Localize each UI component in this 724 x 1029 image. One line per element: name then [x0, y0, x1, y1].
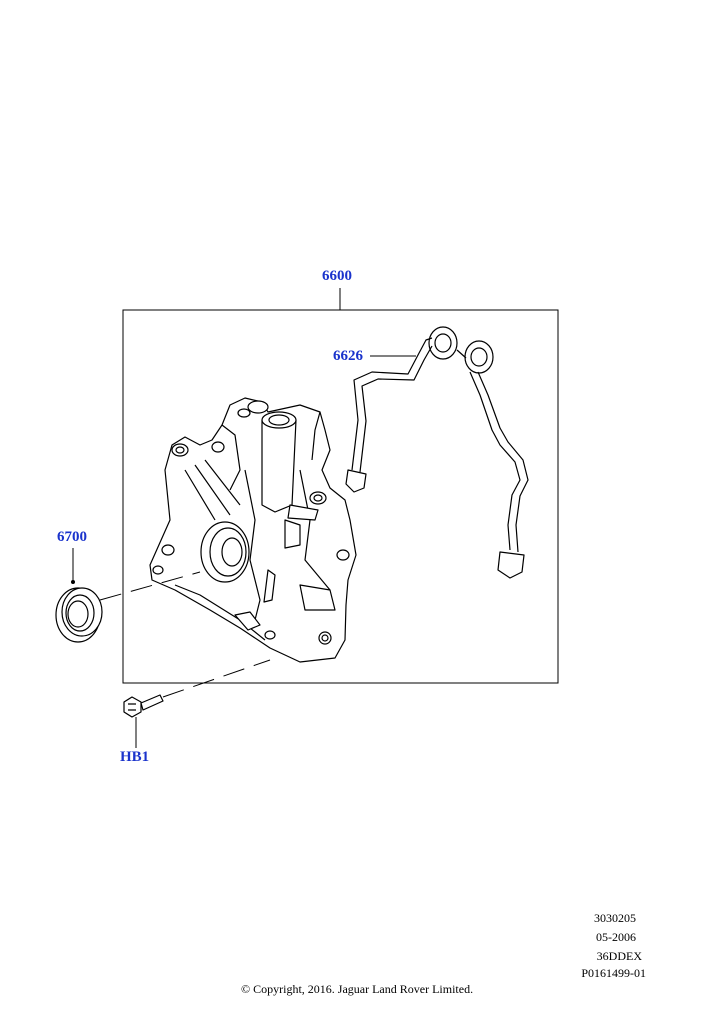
- reference-line-3: 36DDEX: [596, 949, 642, 963]
- oil-pump-housing[interactable]: [149, 397, 357, 663]
- front-cover-gasket[interactable]: [345, 326, 529, 579]
- reference-line-2: 05-2006: [596, 930, 636, 944]
- callout-6626[interactable]: 6626: [333, 348, 363, 364]
- crankshaft-front-seal[interactable]: [55, 587, 103, 643]
- copyright-notice: © Copyright, 2016. Jaguar Land Rover Lim…: [241, 982, 474, 996]
- bolt-hb1[interactable]: [123, 694, 164, 718]
- callout-hb1[interactable]: HB1: [120, 749, 150, 765]
- reference-line-1: 3030205: [594, 911, 636, 925]
- alignment-line-seal: [99, 571, 201, 601]
- callout-6700[interactable]: 6700: [57, 529, 87, 545]
- alignment-line-bolt: [162, 659, 271, 698]
- leader-dot-6700: [71, 580, 75, 584]
- callout-6600[interactable]: 6600: [322, 268, 352, 284]
- reference-line-4: P0161499-01: [581, 966, 646, 980]
